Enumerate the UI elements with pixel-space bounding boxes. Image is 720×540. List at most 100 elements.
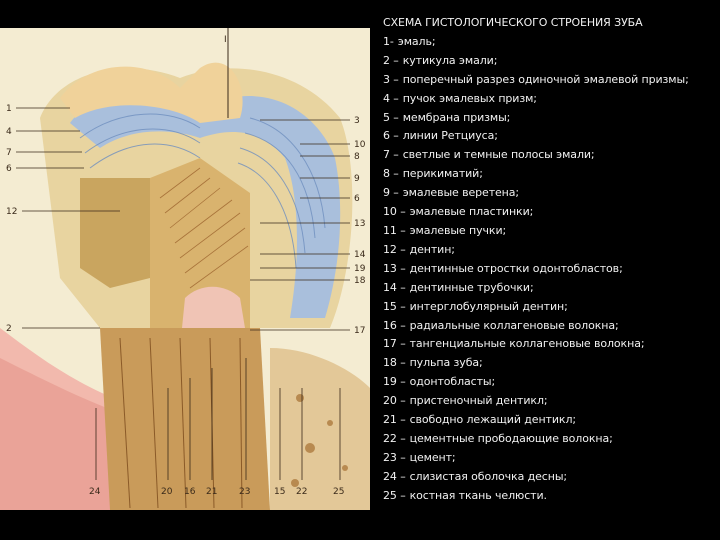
legend-title: СХЕМА ГИСТОЛОГИЧЕСКОГО СТРОЕНИЯ ЗУБА bbox=[383, 16, 643, 29]
legend-item-number: 5 – bbox=[383, 110, 399, 124]
legend-item-number: 4 – bbox=[383, 91, 399, 105]
legend-item-number: 6 – bbox=[383, 129, 399, 143]
legend-item-text: интерглобулярный дентин; bbox=[409, 299, 568, 313]
legend-item-text: костная ткань челюсти. bbox=[409, 488, 547, 502]
bottom-label: 25 bbox=[333, 487, 344, 497]
jaw-bone bbox=[270, 348, 370, 510]
root bbox=[100, 328, 270, 510]
dentin-tubules bbox=[159, 167, 249, 289]
legend-item: 2 –кутикула эмали; bbox=[383, 52, 713, 71]
legend-item: 7 –светлые и темные полосы эмали; bbox=[383, 146, 713, 165]
legend-item-number: 20 – bbox=[383, 394, 406, 408]
enamel-striations bbox=[79, 113, 326, 269]
legend-item-text: одонтобласты; bbox=[409, 375, 496, 389]
right-label: 13 bbox=[354, 219, 365, 229]
legend-item-number: 11 – bbox=[383, 223, 406, 237]
legend-item-number: 21 – bbox=[383, 413, 406, 427]
legend-item-text: пучок эмалевых призм; bbox=[402, 91, 537, 105]
legend-item: 1-эмаль; bbox=[383, 33, 713, 52]
legend-item: 14 –дентинные трубочки; bbox=[383, 279, 713, 298]
legend-item-number: 22 – bbox=[383, 431, 406, 445]
legend-item: 13 –дентинные отростки одонтобластов; bbox=[383, 260, 713, 279]
legend-item-text: эмалевые пластинки; bbox=[409, 205, 534, 219]
legend-item: 19 –одонтобласты; bbox=[383, 373, 713, 392]
legend-item: 6 –линии Ретциуса; bbox=[383, 127, 713, 146]
bottom-label: 15 bbox=[274, 487, 285, 497]
legend-item-text: тангенциальные коллагеновые волокна; bbox=[409, 337, 645, 351]
right-label: 18 bbox=[354, 276, 366, 286]
legend-item-number: 25 – bbox=[383, 488, 406, 502]
legend-item-number: 9 – bbox=[383, 186, 399, 200]
legend-item: 18 –пульпа зуба; bbox=[383, 354, 713, 373]
legend-item-text: слизистая оболочка десны; bbox=[409, 469, 568, 483]
legend-item-text: перикиматий; bbox=[402, 167, 483, 181]
legend-item-number: 7 – bbox=[383, 148, 399, 162]
legend-item-number: 1- bbox=[383, 34, 394, 48]
legend-item-number: 16 – bbox=[383, 318, 406, 332]
tooth-histology-figure: II 1 4 7 6 12 2 3 10 bbox=[0, 28, 370, 510]
crown-cusp bbox=[60, 62, 243, 123]
right-label: 17 bbox=[354, 326, 365, 336]
right-label: 8 bbox=[354, 152, 360, 162]
tooth-diagram: II 1 4 7 6 12 2 3 10 bbox=[0, 28, 370, 510]
legend-item: 11 –эмалевые пучки; bbox=[383, 222, 713, 241]
legend-item: 23 –цемент; bbox=[383, 449, 713, 468]
legend-item-text: эмалевые пучки; bbox=[409, 223, 507, 237]
legend-item-text: поперечный разрез одиночной эмалевой при… bbox=[402, 72, 689, 86]
left-label: 7 bbox=[6, 148, 12, 158]
legend-item-text: эмалевые веретена; bbox=[402, 186, 520, 200]
legend-item-text: мембрана призмы; bbox=[402, 110, 511, 124]
enamel-layer bbox=[70, 92, 341, 318]
bottom-label: 22 bbox=[296, 487, 307, 497]
legend-item-text: цементные прободающие волокна; bbox=[409, 431, 613, 445]
bottom-label: 24 bbox=[89, 487, 101, 497]
legend-item-text: дентинные трубочки; bbox=[409, 280, 534, 294]
left-label: 12 bbox=[6, 207, 17, 217]
legend-item: 20 –пристеночный дентикл; bbox=[383, 392, 713, 411]
left-label: 4 bbox=[6, 127, 12, 137]
legend-item-text: дентин; bbox=[409, 242, 455, 256]
legend-item-text: свободно лежащий дентикл; bbox=[409, 413, 577, 427]
legend-item-text: эмаль; bbox=[397, 34, 436, 48]
left-leaders bbox=[16, 107, 120, 329]
legend-item: 25 –костная ткань челюсти. bbox=[383, 487, 713, 506]
legend-item: 10 –эмалевые пластинки; bbox=[383, 203, 713, 222]
legend-item-number: 13 – bbox=[383, 261, 406, 275]
legend-item-number: 15 – bbox=[383, 299, 406, 313]
legend-item-number: 19 – bbox=[383, 375, 406, 389]
right-label: 14 bbox=[354, 250, 366, 260]
legend-item-text: радиальные коллагеновые волокна; bbox=[409, 318, 619, 332]
legend-item: 17 –тангенциальные коллагеновые волокна; bbox=[383, 335, 713, 354]
legend-item-number: 8 – bbox=[383, 167, 399, 181]
legend-item-number: 18 – bbox=[383, 356, 406, 370]
legend-item: 16 –радиальные коллагеновые волокна; bbox=[383, 317, 713, 336]
legend-item-text: дентинные отростки одонтобластов; bbox=[409, 261, 623, 275]
legend-item-text: кутикула эмали; bbox=[402, 53, 498, 67]
legend-item: 12 –дентин; bbox=[383, 241, 713, 260]
legend-item-number: 14 – bbox=[383, 280, 406, 294]
legend-item-number: 10 – bbox=[383, 205, 406, 219]
left-label: 2 bbox=[6, 324, 12, 334]
right-label: 10 bbox=[354, 140, 366, 150]
bottom-label: 16 bbox=[184, 487, 196, 497]
left-label: 6 bbox=[6, 164, 12, 174]
legend-item: 9 –эмалевые веретена; bbox=[383, 184, 713, 203]
legend-item-number: 24 – bbox=[383, 469, 406, 483]
right-label: 6 bbox=[354, 194, 360, 204]
dentin-block bbox=[80, 178, 150, 288]
legend-item: 15 –интерглобулярный дентин; bbox=[383, 298, 713, 317]
legend: СХЕМА ГИСТОЛОГИЧЕСКОГО СТРОЕНИЯ ЗУБА 1-э… bbox=[383, 14, 713, 506]
legend-item-number: 23 – bbox=[383, 450, 406, 464]
legend-item-number: 3 – bbox=[383, 72, 399, 86]
bottom-leaders bbox=[95, 358, 341, 480]
top-label: II bbox=[224, 35, 229, 45]
right-label: 19 bbox=[354, 264, 366, 274]
legend-item: 4 –пучок эмалевых призм; bbox=[383, 90, 713, 109]
bottom-label: 21 bbox=[206, 487, 217, 497]
legend-item-number: 17 – bbox=[383, 337, 406, 351]
legend-list: 1-эмаль;2 –кутикула эмали;3 –поперечный … bbox=[383, 33, 713, 506]
legend-item-number: 12 – bbox=[383, 242, 406, 256]
legend-item-number: 2 – bbox=[383, 53, 399, 67]
left-label: 1 bbox=[6, 104, 12, 114]
legend-item-text: пульпа зуба; bbox=[409, 356, 483, 370]
